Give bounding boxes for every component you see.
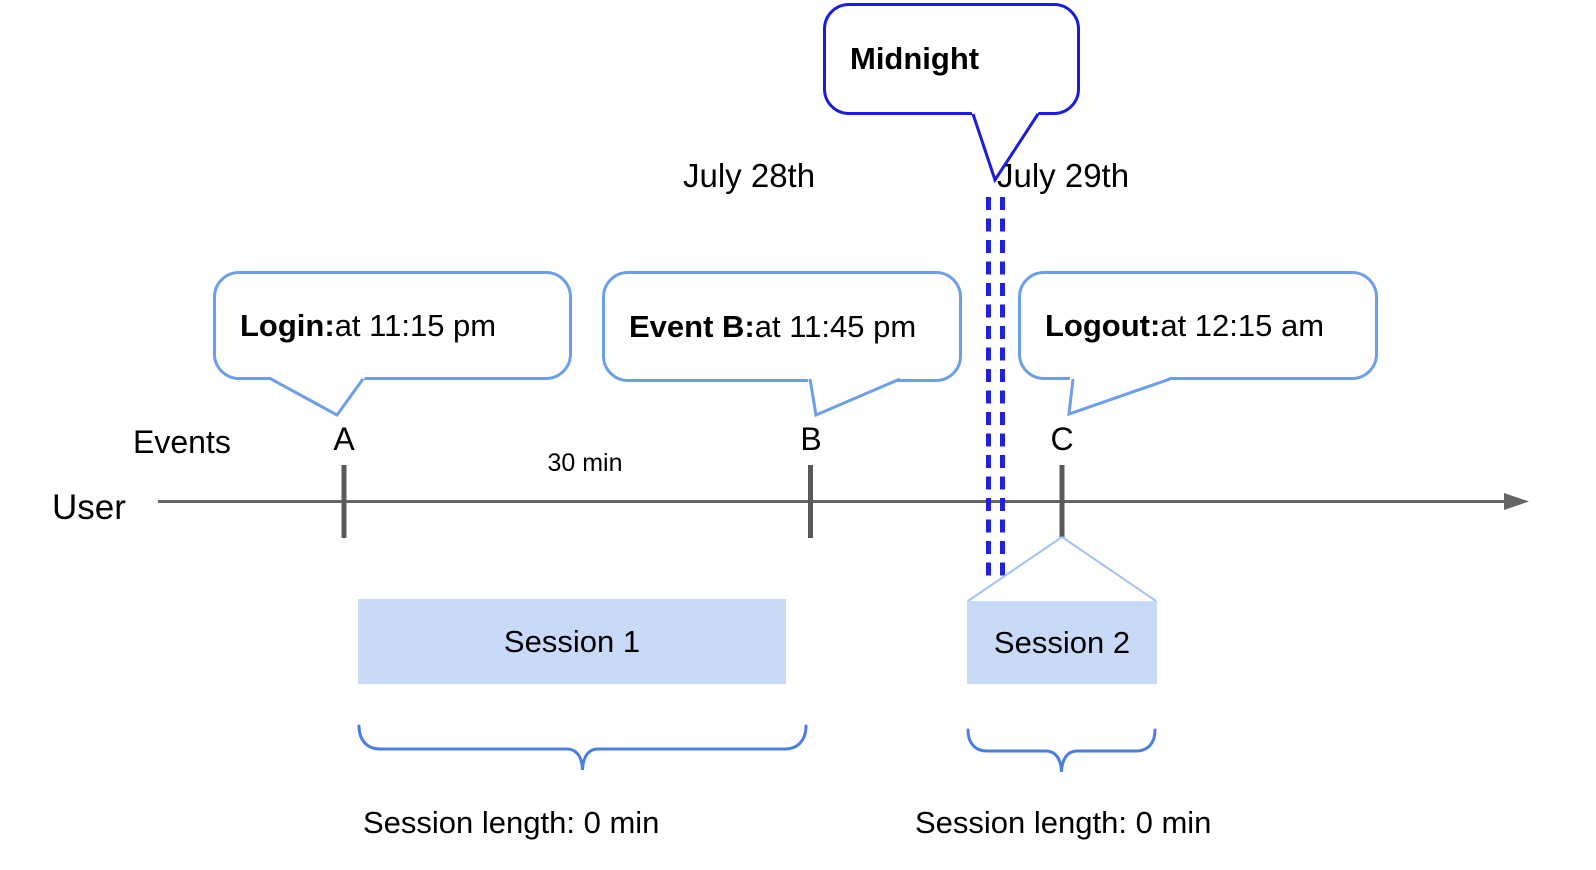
session-2-box: Session 2 [967,601,1157,684]
session-2-funnel-left [967,536,1063,602]
event-b-callout-tail [808,377,901,418]
event-marker-c: C [1050,421,1074,457]
event-marker-a: A [333,421,355,457]
session-2-brace [966,728,1157,773]
event-b-callout-tail-fill [807,376,903,418]
user-axis-label: User [52,488,126,527]
session-1-box: Session 1 [358,599,786,684]
login-callout-time: at 11:15 pm [334,307,497,343]
login-callout: Login: at 11:15 pm [213,271,572,380]
session-1-length-label: Session length: 0 min [363,805,660,840]
midnight-callout: Midnight [823,3,1080,115]
logout-callout-tail [1067,377,1171,417]
logout-callout-title: Logout: [1045,307,1161,343]
login-callout-title: Login: [240,307,335,343]
midnight-callout-label: Midnight [850,41,980,76]
login-callout-tail [270,377,365,417]
session-1-brace [357,724,808,771]
event-b-callout: Event B: at 11:45 pm [602,271,962,382]
login-callout-tail-fill [269,376,366,417]
logout-callout-tail-fill [1068,376,1173,417]
event-b-callout-title: Event B: [629,308,755,344]
session-2-label: Session 2 [993,624,1131,660]
session-2-funnel-right [1061,536,1157,602]
session-2-length-label: Session length: 0 min [915,805,1212,840]
timeline-arrowhead-icon [1504,493,1529,510]
event-b-callout-time: at 11:45 pm [754,308,917,344]
interval-30min-label: 30 min [547,449,623,477]
event-marker-b: B [800,421,822,457]
session-1-label: Session 1 [503,623,641,659]
events-axis-label: Events [133,424,231,460]
date-label-july-28: July 28th [683,157,816,194]
logout-callout-time: at 12:15 am [1160,307,1325,343]
logout-callout: Logout: at 12:15 am [1018,271,1378,380]
date-label-july-29: July 29th [997,157,1130,194]
